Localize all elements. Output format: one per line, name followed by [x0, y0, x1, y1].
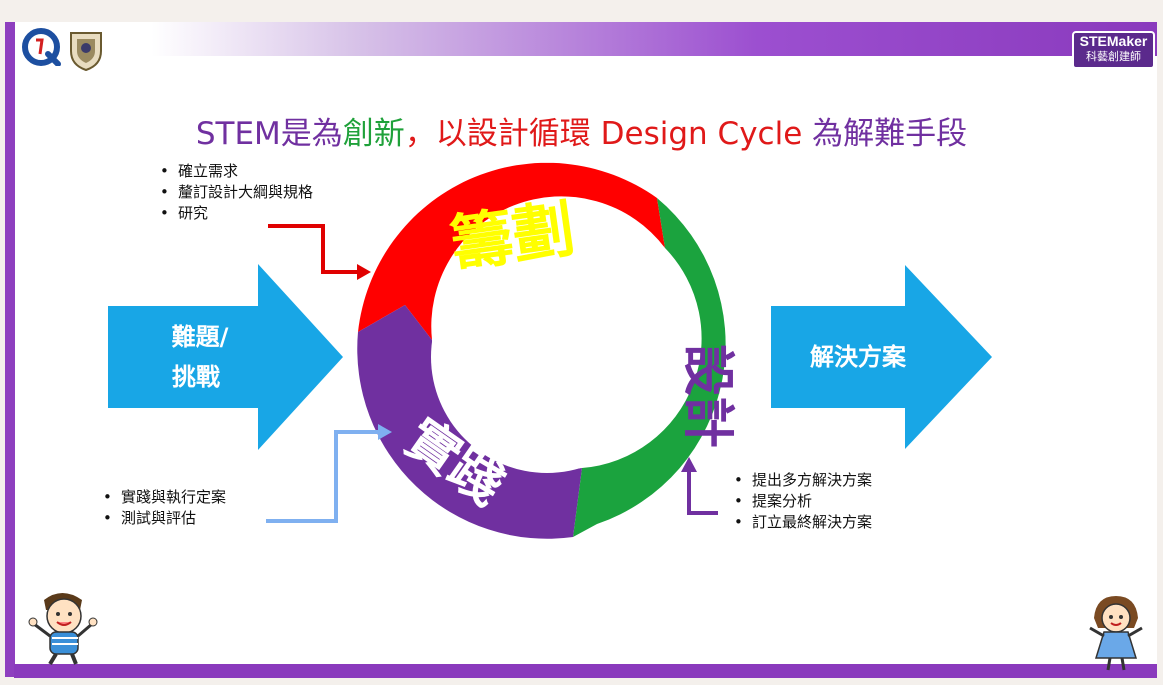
title-part1: STEM是為 — [195, 116, 343, 152]
title-part2: 創新 — [342, 116, 405, 152]
implement-item-1: 實踐與執行定案 — [121, 488, 227, 506]
list-item: •訂立最終解決方案 — [734, 513, 873, 531]
challenge-arrow — [108, 264, 343, 450]
plan-item-1: 確立需求 — [178, 162, 239, 180]
solution-label: 解決方案 — [810, 343, 907, 371]
cycle-label-design: 設計 — [677, 344, 737, 448]
frame-bottom-bar — [14, 664, 1157, 678]
list-item: •提案分析 — [734, 492, 813, 510]
girl-illustration-icon — [1089, 596, 1143, 671]
plan-item-2: 釐訂設計大綱與規格 — [178, 183, 314, 201]
cycle-label-plan: 籌劃 — [446, 192, 579, 282]
title-part4: 為解難手段 — [812, 116, 968, 152]
list-item: •研究 — [160, 204, 209, 222]
stemaker-logo-line2: 科藝創建師 — [1086, 50, 1141, 63]
challenge-label-line1: 難題/ — [172, 323, 229, 351]
frame-left-bar — [5, 22, 15, 677]
list-item: •測試與評估 — [103, 509, 197, 527]
boy-illustration-icon — [28, 593, 98, 666]
design-item-3: 訂立最終解決方案 — [752, 513, 873, 531]
implement-item-2: 測試與評估 — [121, 509, 197, 527]
design-list: •提出多方解決方案 •提案分析 •訂立最終解決方案 — [734, 470, 872, 533]
list-item: •實踐與執行定案 — [103, 488, 227, 506]
plan-item-3: 研究 — [178, 204, 209, 222]
stemaker-logo-line1: STEMaker — [1079, 33, 1148, 49]
slide-title: STEM是為創新，以設計循環 Design Cycle 為解難手段 — [0, 108, 1163, 153]
design-connector-arrow — [687, 470, 718, 515]
school-crest-icon — [70, 32, 102, 72]
cycle-segment-implement — [357, 305, 582, 539]
solution-arrow — [771, 265, 992, 449]
plan-list: •確立需求 •釐訂設計大綱與規格 •研究 — [160, 161, 313, 224]
list-item: •確立需求 — [160, 162, 239, 180]
list-item: •提出多方解決方案 — [734, 471, 873, 489]
school-q-logo-icon — [22, 28, 61, 66]
list-item: •釐訂設計大綱與規格 — [160, 183, 314, 201]
cycle-segment-plan — [358, 162, 665, 340]
cycle-ring — [357, 162, 726, 539]
frame-top-bar — [14, 22, 1157, 56]
implement-connector-arrow — [266, 430, 380, 523]
stemaker-logo: STEMaker 科藝創建師 — [1072, 31, 1155, 69]
design-item-2: 提案分析 — [752, 492, 813, 510]
design-item-1: 提出多方解決方案 — [752, 471, 873, 489]
challenge-label-line2: 挑戰 — [172, 363, 220, 391]
cycle-segment-design — [573, 198, 726, 537]
plan-connector-arrow — [268, 224, 360, 274]
title-part3: ，以設計循環 Design Cycle — [404, 116, 813, 152]
implement-list: •實踐與執行定案 •測試與評估 — [103, 487, 226, 529]
